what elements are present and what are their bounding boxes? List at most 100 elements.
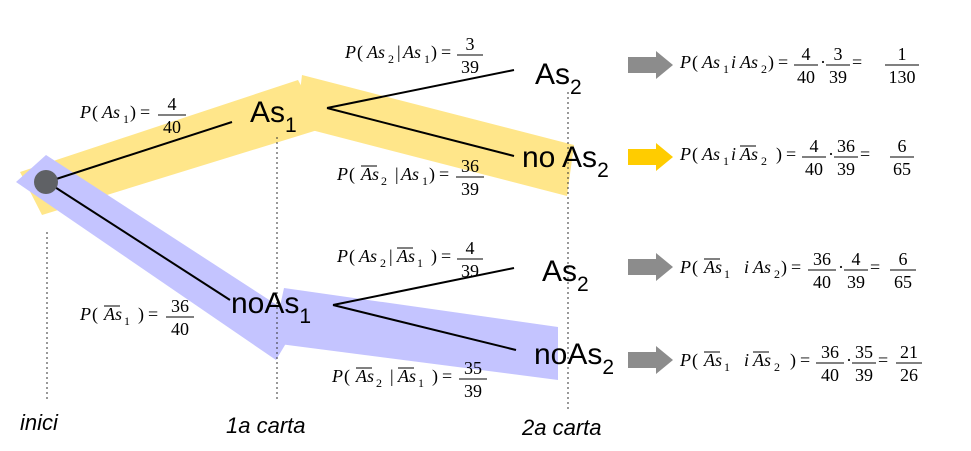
node-as2-lower: As2 <box>542 255 589 296</box>
svg-text:2: 2 <box>774 267 780 281</box>
stage-labels: inici 1a carta 2a carta <box>20 410 602 440</box>
svg-text:·: · <box>846 350 852 370</box>
svg-text:): ) <box>776 144 782 165</box>
svg-text:As: As <box>402 42 421 62</box>
fraction-numerator: 36 <box>813 249 831 269</box>
branch-noas1-noas2 <box>332 304 517 351</box>
svg-text:(: ( <box>692 350 698 371</box>
svg-text:): ) <box>790 350 796 371</box>
fraction-numerator: 3 <box>466 34 475 54</box>
fraction-numerator: 3 <box>834 44 843 64</box>
branch-as1-as2 <box>326 69 515 109</box>
prob-noas2-given-as1: P ( As 2 | As 1 ) = 36 39 <box>336 156 484 199</box>
svg-text:As: As <box>366 42 385 62</box>
svg-text:2: 2 <box>376 376 382 390</box>
fraction-numerator: 4 <box>802 44 811 64</box>
blue-band-noas1-noas2 <box>272 288 558 380</box>
prob-noas1: P ( As 1 ) = 36 40 <box>79 296 194 339</box>
svg-text:P: P <box>679 350 691 370</box>
svg-text:As: As <box>703 257 722 277</box>
outcome-as1-noas2: P ( As 1 i As 2 ) = 4 40 · 36 39 = 6 65 <box>679 136 914 179</box>
svg-text:|: | <box>395 164 399 184</box>
svg-text:i: i <box>731 144 736 164</box>
outcome-arrows <box>628 51 673 374</box>
svg-text:1: 1 <box>424 52 430 66</box>
svg-text:1: 1 <box>723 62 729 76</box>
svg-text:(: ( <box>692 257 698 278</box>
outcome-as1-as2: P ( As 1 i As 2 ) = 4 40 · 3 39 = 1 130 <box>679 44 919 87</box>
svg-text:2: 2 <box>761 154 767 168</box>
svg-text:1: 1 <box>724 267 730 281</box>
svg-text:): ) <box>138 304 144 325</box>
svg-text:As: As <box>396 246 415 266</box>
result-denominator: 130 <box>889 67 916 87</box>
svg-text:2: 2 <box>381 174 387 188</box>
fraction-denominator: 40 <box>813 272 831 292</box>
svg-text:): ) <box>781 257 787 278</box>
svg-text:2: 2 <box>774 360 780 374</box>
branch-root-noas1 <box>46 181 231 301</box>
result-numerator: 6 <box>899 249 908 269</box>
svg-text:(: ( <box>357 42 363 63</box>
fraction-denominator: 39 <box>837 159 855 179</box>
svg-text:As: As <box>397 366 416 386</box>
result-denominator: 65 <box>893 159 911 179</box>
tree-nodes: As1 noAs1 As2 no As2 As2 noAs2 <box>231 58 614 379</box>
fraction-numerator: 4 <box>810 136 819 156</box>
svg-text:=: = <box>878 350 888 370</box>
svg-text:P: P <box>336 246 348 266</box>
svg-text:=: = <box>852 52 862 72</box>
svg-text:=: = <box>148 304 158 324</box>
svg-text:·: · <box>828 144 834 164</box>
fraction-denominator: 39 <box>461 261 479 281</box>
node-as2-upper: As2 <box>535 58 582 99</box>
node-as1: As1 <box>250 96 297 137</box>
result-numerator: 1 <box>898 44 907 64</box>
svg-text:P: P <box>79 102 91 122</box>
svg-text:(: ( <box>349 164 355 185</box>
svg-text:As: As <box>101 102 120 122</box>
svg-text:): ) <box>768 52 774 73</box>
svg-text:As: As <box>752 350 771 370</box>
outcome-formulas: P ( As 1 i As 2 ) = 4 40 · 3 39 = 1 130 … <box>679 44 922 385</box>
yellow-arrow <box>628 143 673 171</box>
prob-as2-given-noas1: P ( As 2 | As 1 ) = 4 39 <box>336 238 483 281</box>
svg-text:P: P <box>679 257 691 277</box>
svg-text:=: = <box>140 102 150 122</box>
svg-text:As: As <box>752 257 771 277</box>
gray-arrow <box>628 51 673 79</box>
root-node <box>34 170 58 194</box>
fraction-denominator: 40 <box>163 117 181 137</box>
svg-text:As: As <box>103 304 122 324</box>
svg-text:·: · <box>820 52 826 72</box>
prob-as1: P ( As 1 ) = 4 40 <box>79 94 186 137</box>
outcome-noas1-noas2: P ( As 1 i As 2 ) = 36 40 · 35 39 = 21 2… <box>679 342 922 385</box>
svg-text:): ) <box>431 42 437 63</box>
svg-text:1: 1 <box>422 174 428 188</box>
svg-text:i: i <box>731 52 736 72</box>
svg-text:): ) <box>431 246 437 267</box>
svg-text:i: i <box>744 257 749 277</box>
svg-text:i: i <box>744 350 749 370</box>
stage-label-inici: inici <box>20 410 59 435</box>
svg-text:=: = <box>870 257 880 277</box>
branch-noas1-as2 <box>332 267 515 306</box>
svg-text:=: = <box>800 350 810 370</box>
svg-text:): ) <box>429 164 435 185</box>
svg-text:(: ( <box>92 102 98 123</box>
svg-text:As: As <box>360 164 379 184</box>
svg-text:(: ( <box>692 52 698 73</box>
branch-as1-noas2 <box>326 107 515 157</box>
outcome-noas1-as2: P ( As 1 i As 2 ) = 36 40 · 4 39 = 6 65 <box>679 249 916 292</box>
svg-text:): ) <box>130 102 136 123</box>
svg-text:=: = <box>442 366 452 386</box>
svg-text:2: 2 <box>388 52 394 66</box>
fraction-denominator: 39 <box>847 272 865 292</box>
svg-text:(: ( <box>344 366 350 387</box>
node-noas2-lower: noAs2 <box>534 338 614 379</box>
fraction-denominator: 40 <box>797 67 815 87</box>
branches <box>46 69 517 351</box>
svg-text:1: 1 <box>124 314 130 328</box>
